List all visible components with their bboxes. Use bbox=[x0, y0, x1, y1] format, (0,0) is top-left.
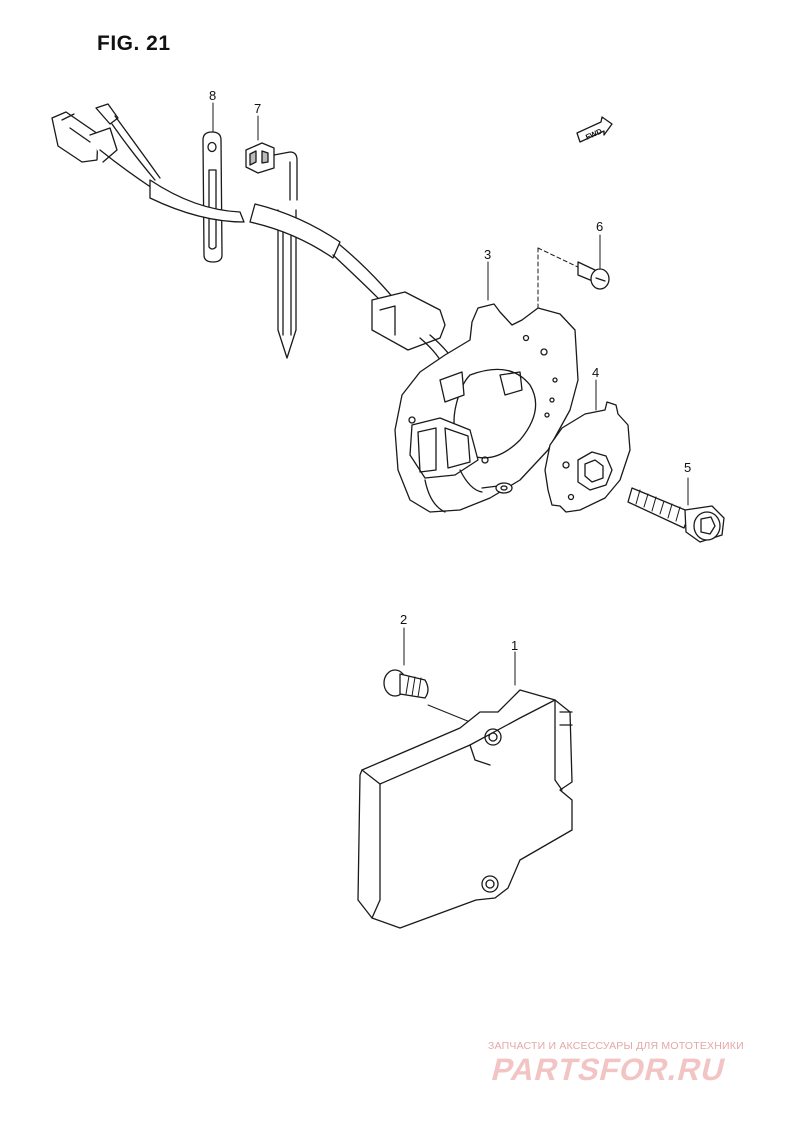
callout-4: 4 bbox=[592, 365, 599, 380]
part-1-igniter-unit bbox=[357, 651, 573, 929]
callout-1: 1 bbox=[511, 638, 518, 653]
figure-title: FIG. 21 bbox=[97, 32, 171, 55]
part-8-strap bbox=[202, 102, 223, 263]
callout-5: 5 bbox=[684, 460, 691, 475]
callout-8: 8 bbox=[209, 88, 216, 103]
part-7-sensor bbox=[245, 115, 298, 359]
callout-3: 3 bbox=[484, 247, 491, 262]
part-3-base-plate bbox=[394, 247, 581, 513]
callout-7: 7 bbox=[254, 101, 261, 116]
part-6-screw bbox=[577, 234, 610, 290]
part-5-bolt bbox=[627, 477, 725, 543]
watermark-tagline: ЗАПЧАСТИ И АКСЕССУАРЫ ДЛЯ МОТОТЕХНИКИ bbox=[488, 1040, 744, 1052]
part-2-screw bbox=[383, 627, 471, 723]
callout-2: 2 bbox=[400, 612, 407, 627]
wire-harness bbox=[51, 103, 459, 371]
fwd-arrow-icon: FWD bbox=[576, 116, 613, 143]
part-4-rotor bbox=[544, 379, 631, 513]
watermark-logo: PARTSFOR.RU bbox=[488, 1052, 730, 1087]
callout-6: 6 bbox=[596, 219, 603, 234]
